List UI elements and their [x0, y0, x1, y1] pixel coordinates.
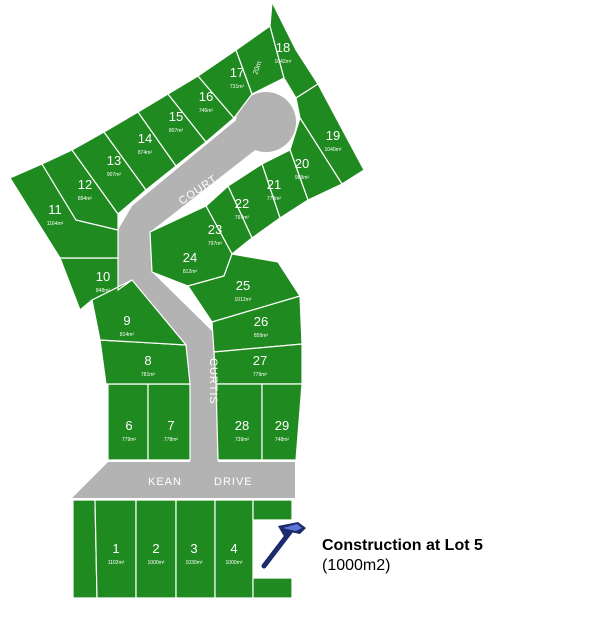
lot-area-14: 874m² — [138, 150, 153, 156]
lot-1[interactable] — [72, 499, 98, 599]
notice-title: Construction at Lot 5 — [322, 537, 483, 554]
lot-number-22: 22 — [235, 196, 249, 211]
lot-number-3: 3 — [190, 541, 197, 556]
lot-area-2: 1000m² — [148, 560, 165, 566]
lot-29[interactable] — [261, 383, 303, 461]
lot-area-22: 797m² — [235, 215, 250, 221]
lot-number-14: 14 — [138, 131, 152, 146]
lot-number-27: 27 — [253, 353, 267, 368]
lots — [9, 0, 365, 599]
lot-area-23: 797m² — [208, 241, 223, 247]
lot-area-9: 814m² — [120, 332, 135, 338]
lot-area-13: 907m² — [107, 172, 122, 178]
kean-drive-road — [72, 462, 295, 498]
lot-number-1: 1 — [112, 541, 119, 556]
lot-area-26: 859m² — [254, 333, 269, 339]
lot-number-29: 29 — [275, 418, 289, 433]
lot-area-4: 1000m² — [226, 560, 243, 566]
lot-number-11: 11 — [48, 202, 62, 217]
lot-number-13: 13 — [107, 153, 121, 168]
lot-number-8: 8 — [144, 353, 151, 368]
lot-number-25: 25 — [236, 278, 250, 293]
lot-number-19: 19 — [326, 128, 340, 143]
lot-labels: 1 1102m² 2 1000m² 3 1030m² 4 1000m² 6 779m² 7 778m²… — [47, 40, 342, 566]
lot-area-17: 731m² — [230, 84, 245, 90]
construction-notice: Construction at Lot 5 (1000m2) — [322, 536, 483, 576]
lot-number-15: 15 — [169, 109, 183, 124]
lot-area-1: 1102m² — [108, 560, 125, 566]
lot-number-16: 16 — [199, 89, 213, 104]
lot-number-7: 7 — [167, 418, 174, 433]
lot-area-12: 894m² — [78, 196, 93, 202]
curtis-court-road — [118, 112, 268, 462]
lot-number-26: 26 — [254, 314, 268, 329]
lot-area-24: 812m² — [183, 269, 198, 275]
lot-area-3: 1030m² — [186, 560, 203, 566]
lot-number-2: 2 — [152, 541, 159, 556]
lot-number-24: 24 — [183, 250, 197, 265]
lot-area-29: 748m² — [275, 437, 290, 443]
lot-number-18: 18 — [276, 40, 290, 55]
cul-de-sac — [236, 92, 296, 152]
lot-number-20: 20 — [295, 156, 309, 171]
lot-area-8: 781m² — [141, 372, 156, 378]
lot-area-28: 739m² — [235, 437, 250, 443]
lot-number-9: 9 — [123, 313, 130, 328]
roads — [72, 92, 296, 498]
lot-area-20: 989m² — [295, 175, 310, 181]
lot-area-21: 770m² — [267, 196, 282, 202]
notice-subtitle: (1000m2) — [322, 557, 391, 574]
lot-4b[interactable] — [252, 499, 293, 521]
lot-4c[interactable] — [252, 577, 293, 599]
lot-area-10: 848m² — [96, 288, 111, 294]
lot-number-10: 10 — [96, 269, 110, 284]
lot-number-17: 17 — [230, 65, 244, 80]
lot-area-27: 779m² — [253, 372, 268, 378]
curtis-label: CURTIS — [207, 358, 219, 405]
lot-area-19: 1040m² — [325, 147, 342, 153]
lot-number-6: 6 — [125, 418, 132, 433]
lot-number-21: 21 — [267, 177, 281, 192]
lot-number-23: 23 — [208, 222, 222, 237]
lot-number-12: 12 — [78, 177, 92, 192]
hammer-icon — [261, 522, 306, 569]
lot-area-7: 778m² — [164, 437, 179, 443]
lot-area-18: 1042m² — [275, 59, 292, 65]
lot-area-15: 807m² — [169, 128, 184, 134]
drive-label: DRIVE — [214, 476, 253, 488]
frontage-label: 20m — [252, 60, 263, 75]
lot-area-11: 1164m² — [47, 221, 64, 227]
lot-number-28: 28 — [235, 418, 249, 433]
lot-12[interactable] — [41, 149, 119, 231]
kean-label: KEAN — [148, 476, 182, 488]
lot-area-16: 746m² — [199, 108, 214, 114]
lot-area-25: 1012m² — [235, 297, 252, 303]
lot-number-4: 4 — [230, 541, 237, 556]
lot-area-6: 779m² — [122, 437, 137, 443]
